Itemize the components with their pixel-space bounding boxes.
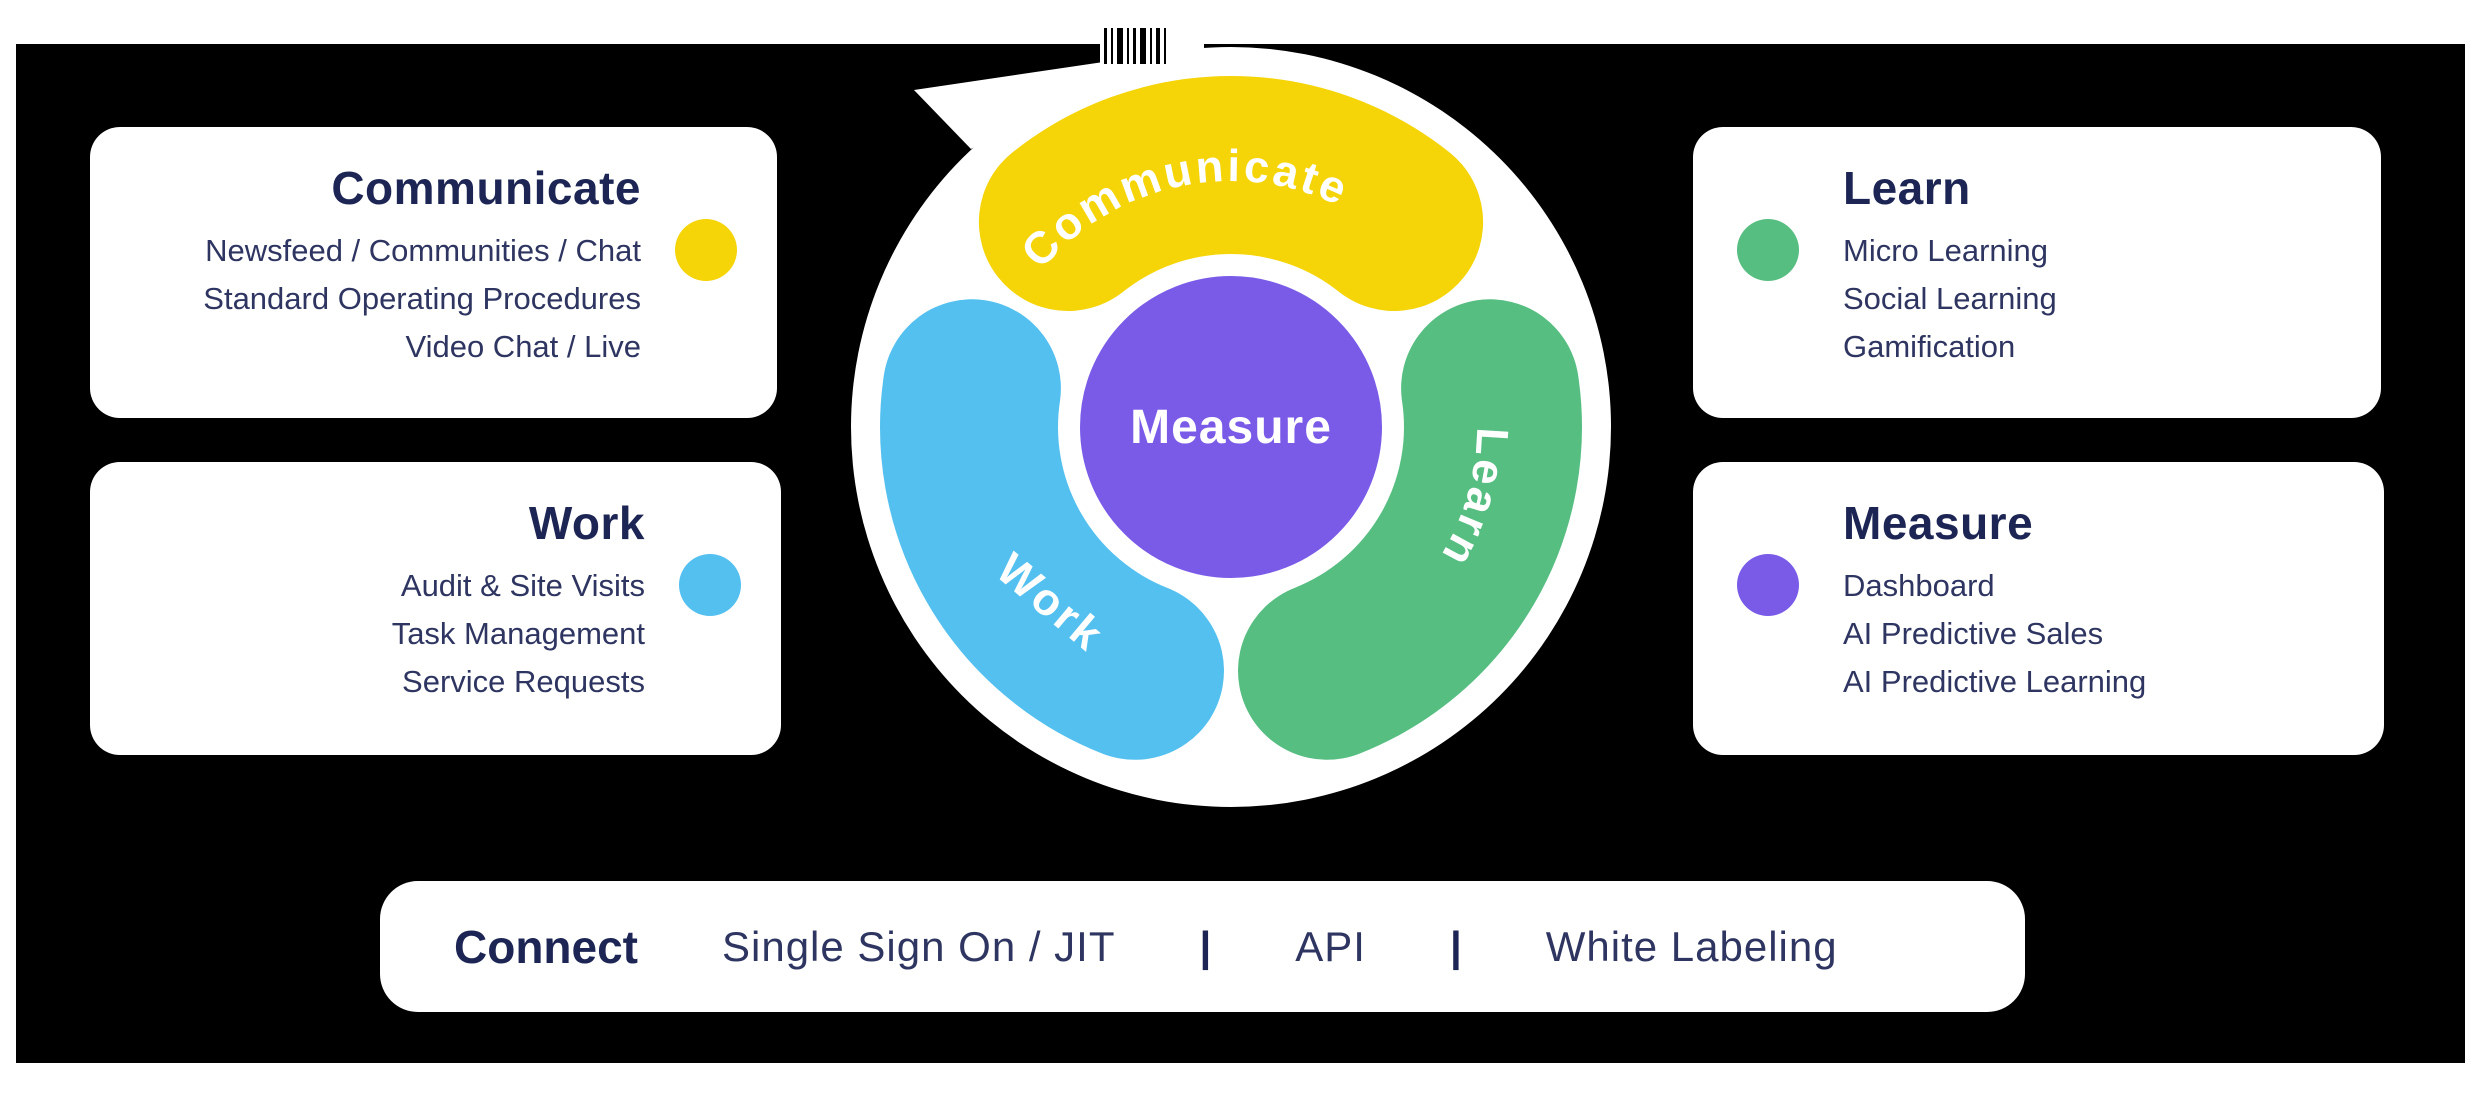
card-line: Video Chat / Live — [405, 329, 641, 364]
communicate-dot — [675, 219, 737, 281]
card-title-communicate: Communicate — [331, 162, 641, 214]
connect-bar: Connect Single Sign On / JIT | API | Whi… — [380, 881, 2025, 1012]
segment-work-arc — [880, 299, 1224, 760]
work-dot — [679, 554, 741, 616]
barcode-artifact — [1100, 26, 1204, 66]
connect-title: Connect — [454, 920, 638, 973]
card-line: Micro Learning — [1843, 233, 2049, 268]
card-communicate: Communicate Newsfeed / Communities / Cha… — [90, 127, 777, 418]
connect-item-api: API — [1295, 922, 1366, 970]
card-line: Dashboard — [1843, 568, 1995, 603]
center-circle — [1062, 258, 1400, 596]
card-measure: Measure Dashboard AI Predictive Sales AI… — [1693, 462, 2384, 755]
card-line: Service Requests — [402, 664, 645, 699]
connect-separator: | — [1449, 922, 1462, 970]
card-lines: Audit & Site Visits Task Management Serv… — [392, 562, 645, 706]
connect-item-sso: Single Sign On / JIT — [722, 922, 1116, 970]
card-title-work: Work — [528, 497, 645, 549]
card-line: Gamification — [1843, 329, 2016, 364]
card-line: Standard Operating Procedures — [203, 281, 641, 316]
card-lines: Newsfeed / Communities / Chat Standard O… — [203, 227, 641, 371]
segment-learn-arc — [1238, 299, 1582, 760]
card-lines: Micro Learning Social Learning Gamificat… — [1843, 227, 2057, 371]
segment-communicate-arc — [978, 76, 1484, 311]
card-line: Social Learning — [1843, 281, 2057, 316]
cycle-diagram: Communicate Learn Work Measure — [851, 47, 1611, 807]
connect-item-white-labeling: White Labeling — [1545, 922, 1838, 970]
card-title-measure: Measure — [1843, 497, 2034, 549]
card-line: Audit & Site Visits — [400, 568, 645, 603]
center-label: Measure — [1130, 401, 1332, 454]
connect-separator: | — [1199, 922, 1212, 970]
card-learn: Learn Micro Learning Social Learning Gam… — [1693, 127, 2381, 418]
measure-dot — [1737, 554, 1799, 616]
card-lines: Dashboard AI Predictive Sales AI Predict… — [1843, 562, 2146, 706]
card-line: Task Management — [391, 616, 645, 651]
card-work: Work Audit & Site Visits Task Management… — [90, 462, 781, 755]
card-line: AI Predictive Learning — [1843, 664, 2147, 699]
card-title-learn: Learn — [1843, 162, 1971, 214]
learn-dot — [1737, 219, 1799, 281]
card-line: AI Predictive Sales — [1843, 616, 2104, 651]
card-line: Newsfeed / Communities / Chat — [205, 233, 641, 268]
